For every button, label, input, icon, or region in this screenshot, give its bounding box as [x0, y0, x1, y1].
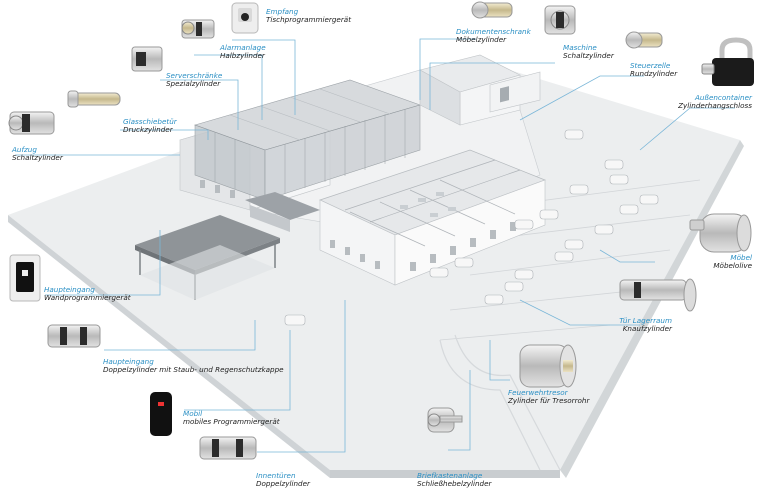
- label-moebel: Möbel Möbelolive: [713, 253, 752, 271]
- wall-programmer-icon: [9, 254, 41, 302]
- label-location: Briefkastenanlage: [417, 471, 483, 480]
- switch-cylinder-icon: [8, 111, 55, 135]
- furniture-cylinder-icon: [471, 1, 513, 19]
- label-location: Innentüren: [256, 471, 296, 480]
- label-location: Empfang: [266, 7, 299, 16]
- label-product: Möbelzylinder: [456, 35, 507, 45]
- label-haupteingang-wall: Haupteingang Wandprogrammiergerät: [44, 285, 131, 303]
- label-feuerwehrtresor: Feuerwehrtresor Zylinder für Tresorrohr: [508, 388, 590, 406]
- label-product: Wandprogrammiergerät: [44, 293, 131, 303]
- label-maschine: Maschine Schaltzylinder: [563, 43, 614, 61]
- label-product: Zylinder für Tresorrohr: [508, 396, 590, 406]
- label-product: Doppelzylinder mit Staub- und Regenschut…: [103, 365, 284, 375]
- label-location: Glasschiebetür: [123, 117, 177, 126]
- label-location: Mobil: [183, 409, 203, 418]
- label-location: Alarmanlage: [220, 43, 266, 52]
- label-haupteingang-cylinder: Haupteingang Doppelzylinder mit Staub- u…: [103, 357, 284, 375]
- label-product: Spezialzylinder: [166, 79, 221, 89]
- label-mobil: Mobil mobiles Programmiergerät: [183, 409, 280, 427]
- label-location: Außencontainer: [694, 93, 752, 102]
- parked-cars: [284, 129, 659, 326]
- label-location: Haupteingang: [103, 357, 154, 366]
- label-product: Tischprogrammiergerät: [266, 15, 352, 25]
- label-product: Doppelzylinder: [256, 479, 310, 489]
- label-product: Knaufzylinder: [622, 324, 672, 334]
- label-location: Möbel: [730, 253, 752, 262]
- carport: [135, 215, 280, 300]
- half-cylinder-icon: [181, 19, 215, 39]
- label-product: Möbelolive: [713, 261, 752, 271]
- double-cylinder-icon: [199, 436, 257, 460]
- label-location: Dokumentenschrank: [456, 27, 531, 36]
- label-serverschraenke: Serverschränke Spezialzylinder: [166, 71, 223, 89]
- label-aussencontainer: Außencontainer Zylinderhangschloss: [678, 93, 752, 111]
- label-aufzug: Aufzug Schaltzylinder: [12, 145, 63, 163]
- padlock-icon: [701, 37, 754, 86]
- label-location: Haupteingang: [44, 285, 95, 294]
- callout-lines: [15, 38, 735, 453]
- label-innentueren: Innentüren Doppelzylinder: [256, 471, 310, 489]
- furniture-knob-icon: [689, 213, 752, 253]
- desk-programmer-icon: [231, 2, 259, 34]
- safe-tube-cylinder-icon: [519, 344, 577, 388]
- label-location: Feuerwehrtresor: [508, 388, 568, 397]
- label-product: Schaltzylinder: [563, 51, 614, 61]
- main-building: [179, 54, 546, 286]
- mobile-programmer-icon: [150, 392, 172, 436]
- label-location: Maschine: [563, 43, 597, 52]
- label-tuer-lagerraum: Tür Lagerraum Knaufzylinder: [619, 316, 672, 334]
- label-empfang: Empfang Tischprogrammiergerät: [266, 7, 352, 25]
- label-glasschiebetuer: Glasschiebetür Druckzylinder: [123, 117, 177, 135]
- lever-cylinder-icon: [427, 407, 463, 433]
- label-location: Aufzug: [12, 145, 37, 154]
- label-alarmanlage: Alarmanlage Halbzylinder: [220, 43, 266, 61]
- label-product: Druckzylinder: [123, 125, 173, 135]
- label-product: mobiles Programmiergerät: [183, 417, 280, 427]
- label-location: Steuerzelle: [630, 61, 671, 70]
- special-cylinder-icon: [131, 46, 163, 72]
- label-location: Serverschränke: [166, 71, 223, 80]
- label-product: Rundzylinder: [630, 69, 678, 79]
- push-cylinder-icon: [67, 90, 121, 108]
- knob-cylinder-icon: [619, 278, 697, 312]
- label-briefkastenanlage: Briefkastenanlage Schließhebelzylinder: [417, 471, 492, 489]
- label-steuerzelle: Steuerzelle Rundzylinder: [630, 61, 678, 79]
- label-location: Tür Lagerraum: [619, 316, 672, 325]
- label-product: Halbzylinder: [220, 51, 265, 61]
- double-cylinder-cap-icon: [47, 324, 101, 348]
- label-product: Zylinderhangschloss: [678, 101, 752, 111]
- label-product: Schließhebelzylinder: [417, 479, 492, 489]
- label-product: Schaltzylinder: [12, 153, 63, 163]
- label-dokumentenschrank: Dokumentenschrank Möbelzylinder: [456, 27, 531, 45]
- machine-switch-cylinder-icon: [544, 5, 576, 35]
- round-cylinder-icon: [625, 31, 663, 49]
